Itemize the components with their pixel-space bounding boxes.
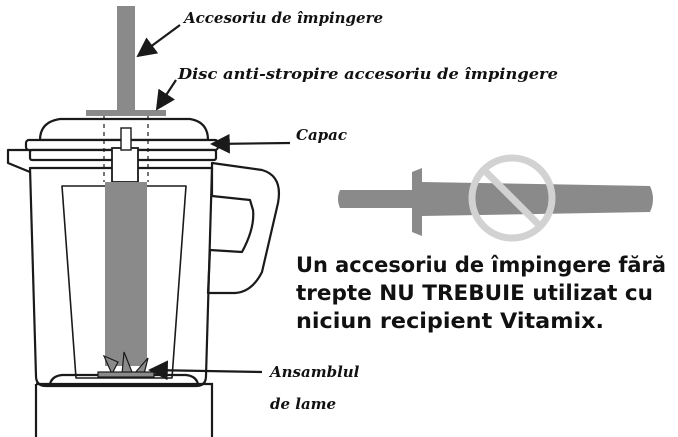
base-housing [34, 382, 214, 437]
tamper-arrow [136, 24, 181, 58]
label-splash-disc: Disc anti-stropire accesoriu de împinger… [177, 65, 558, 83]
blade-left [102, 354, 119, 376]
label-lid: Capac [296, 126, 347, 144]
tamper-handle [117, 6, 135, 110]
lid-plug [111, 147, 139, 183]
container-body [28, 166, 214, 388]
stepless-tamper-handle [338, 190, 412, 208]
label-tamper: Accesoriu de împingere [182, 9, 383, 27]
stepless-tamper [338, 168, 653, 236]
callout-arrows [136, 24, 291, 381]
pour-spout [6, 148, 31, 174]
tamper-splash-disc [86, 110, 166, 116]
warning-line-3: niciun recipient Vitamix. [296, 309, 604, 334]
splash-disc-arrow [155, 79, 177, 111]
container-handle [206, 161, 280, 295]
blender-base [34, 373, 214, 437]
warning-line-2: trepte NU TREBUIE utilizat cu [296, 281, 653, 306]
label-blade-line2: de lame [270, 395, 336, 413]
stepless-tamper-disc [412, 168, 422, 236]
tamper-hidden-outline [103, 116, 149, 182]
blade-hub [97, 371, 155, 378]
stepless-tamper-shaft [422, 182, 653, 216]
tamper-knob [120, 127, 132, 151]
no-symbol-icon [468, 154, 556, 242]
tamper-shaft [105, 182, 147, 366]
lid-arrow [210, 133, 291, 154]
blade-arrow [148, 360, 263, 381]
warning-line-1: Un accesoriu de împingere fără [296, 253, 666, 278]
tamper [86, 6, 166, 366]
label-blade-line1: Ansamblul [268, 363, 360, 381]
